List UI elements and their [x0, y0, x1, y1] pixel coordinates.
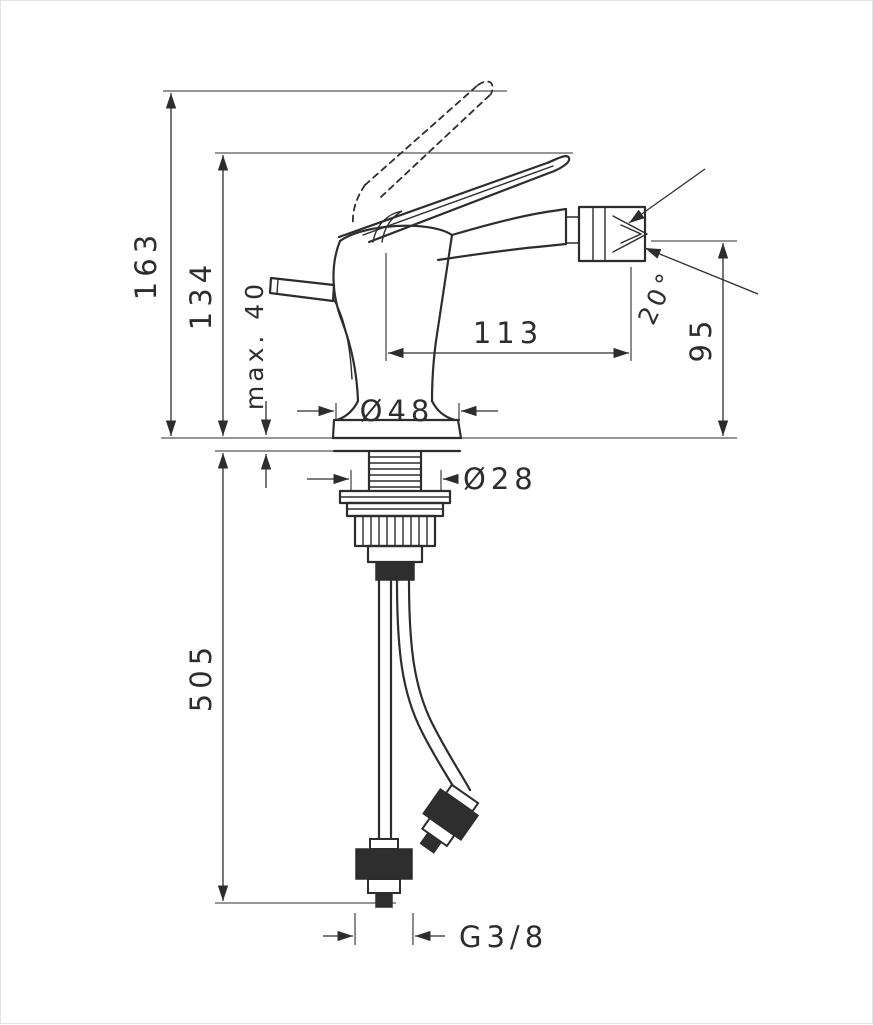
- dim-label-spout-height: 134: [184, 260, 218, 330]
- thread-hatch: [368, 456, 422, 488]
- aerator: [577, 205, 648, 263]
- dim-label-spout-reach: 113: [473, 316, 543, 350]
- hose-connector-left: [355, 838, 413, 908]
- dim-label-aerator-height: 95: [684, 316, 718, 363]
- dim-label-hose-length: 505: [184, 642, 218, 712]
- faucet-object: [268, 80, 648, 908]
- dim-label-total-height: 163: [129, 230, 163, 300]
- dimension-lines: [165, 93, 759, 942]
- hose-connector-right: [419, 783, 480, 854]
- dim-label-drain-diameter: Ø28: [463, 462, 538, 496]
- supply-hose-left: [377, 578, 393, 841]
- drain-assembly: [338, 449, 452, 581]
- base-escutcheon: [331, 399, 463, 453]
- side-rod: [268, 276, 353, 380]
- supply-hose-right: [395, 578, 472, 800]
- dimension-20deg: [628, 168, 759, 295]
- dimension-labels: 163 134 max. 40 Ø48 Ø28 113 95 20° 505 G…: [129, 230, 718, 954]
- dim-label-spray-angle: 20°: [632, 266, 682, 329]
- dim-label-max-mounting-thickness: max. 40: [240, 280, 269, 410]
- nut-hatch: [362, 515, 428, 547]
- dim-label-connection-thread: G3/8: [459, 920, 548, 954]
- dim-label-base-diameter: Ø48: [360, 394, 435, 428]
- spout: [436, 207, 580, 262]
- extension-lines: [161, 90, 737, 945]
